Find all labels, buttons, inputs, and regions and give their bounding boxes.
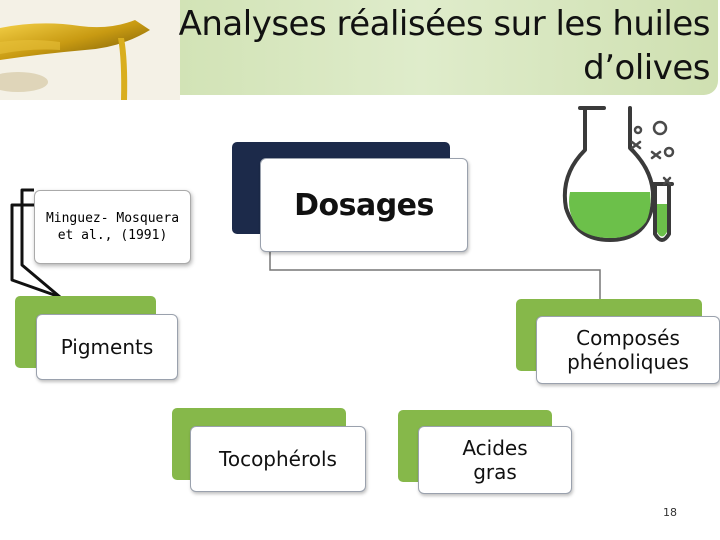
reference-box: Minguez- Mosquera et al., (1991) — [34, 190, 191, 264]
phenolics-label-line-1: Composés — [576, 326, 680, 350]
fatty-acids-label-line-1: Acides — [462, 436, 528, 460]
center-node-label: Dosages — [294, 187, 434, 223]
title-line-1: Analyses réalisées sur les huiles — [178, 4, 711, 44]
slide-title: Analyses réalisées sur les huiles d’oliv… — [178, 2, 711, 90]
tocopherols-node: Tocophérols — [190, 426, 366, 492]
title-banner — [180, 0, 718, 95]
lab-flask-icon — [562, 106, 675, 242]
center-node-dosages: Dosages — [260, 158, 468, 252]
phenolics-label-line-2: phénoliques — [567, 350, 689, 374]
tocopherols-label: Tocophérols — [219, 447, 337, 471]
page-number: 18 — [663, 506, 677, 519]
fatty-acids-label-line-2: gras — [473, 460, 517, 484]
fatty-acids-node: Acides gras — [418, 426, 572, 494]
title-line-2: d’olives — [583, 48, 710, 88]
phenolics-node: Composés phénoliques — [536, 316, 720, 384]
olive-oil-pouring-image — [0, 0, 180, 100]
pigments-label: Pigments — [60, 335, 154, 359]
reference-line-2: Mosquera — [116, 211, 180, 226]
reference-line-3: et al., (1991) — [57, 228, 168, 243]
reference-line-1: Minguez- — [45, 211, 109, 226]
pigments-node: Pigments — [36, 314, 178, 380]
